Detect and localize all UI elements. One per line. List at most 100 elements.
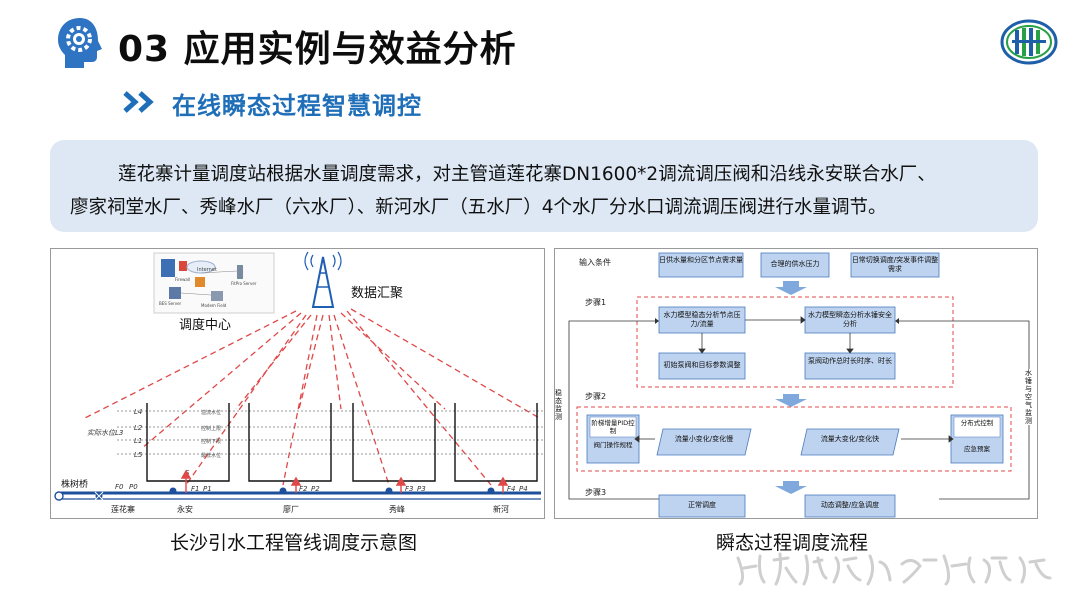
site-0-pressure: P0 bbox=[129, 483, 138, 491]
site-3-flow: F3 bbox=[405, 485, 413, 493]
step2-mid-right-text: 流量大变化/变化快 bbox=[820, 435, 880, 443]
site-4-flow: F4 bbox=[507, 485, 515, 493]
step2-left-top-text: 阶梯增量PID控制 bbox=[591, 419, 635, 435]
head-gear-icon bbox=[58, 18, 102, 68]
level-l1: L1 bbox=[134, 437, 142, 445]
step1-box-1 bbox=[658, 306, 746, 334]
site-0-flow: F0 bbox=[115, 483, 124, 491]
start-label: 株树桥 bbox=[61, 478, 88, 490]
step3-box-2 bbox=[804, 494, 896, 518]
site-1-pressure: P1 bbox=[203, 485, 212, 493]
step2-right-bottom-text: 应急预案 bbox=[964, 445, 990, 453]
company-logo bbox=[1000, 19, 1058, 65]
step3-box-1 bbox=[658, 494, 746, 518]
step1-box-3 bbox=[658, 352, 746, 380]
flow-diagram: 输入条件 日供水量和分区节点需求量 合理的供水压力 日常切换调度/突发事件调整需… bbox=[554, 248, 1038, 519]
left-diagram-caption: 长沙引水工程管线调度示意图 bbox=[170, 532, 418, 554]
level-mark-overflow: 溢流水位 bbox=[201, 409, 221, 416]
feedback-loops bbox=[568, 320, 1030, 500]
input-box-3 bbox=[850, 252, 940, 278]
site-2-name: 廖厂 bbox=[283, 504, 299, 514]
network-modem-label: Modem Field bbox=[201, 303, 227, 308]
step3-text-2: 动态调整/应急调度 bbox=[820, 501, 880, 509]
step2-right-top-text: 分布式控制 bbox=[960, 419, 994, 427]
step2-mid-left bbox=[656, 428, 752, 456]
site-0-name: 莲花寨 bbox=[111, 504, 135, 514]
step1-box-2 bbox=[804, 306, 896, 334]
level-mark-lower: 控制下限 bbox=[201, 438, 221, 445]
site-2-flow: F2 bbox=[299, 485, 308, 493]
network-fitpro-label: FitPro Server bbox=[231, 281, 257, 286]
level-l5: L5 bbox=[134, 451, 143, 459]
step3-text-1: 正常调度 bbox=[688, 501, 716, 509]
page-title: 03 应用实例与效益分析 bbox=[118, 29, 517, 70]
valve-icon bbox=[169, 487, 177, 495]
step1-connectors bbox=[698, 316, 854, 354]
antenna-tower-icon bbox=[304, 251, 342, 308]
valve-icon bbox=[487, 487, 495, 495]
step1-text-2: 水力模型瞬态分析水锤安全分析 bbox=[808, 311, 892, 328]
level-mark-lowest: 最低水位 bbox=[201, 452, 221, 459]
signal-lines bbox=[82, 308, 542, 486]
site-2-pressure: P2 bbox=[311, 485, 320, 493]
step2-right-top bbox=[953, 416, 1001, 438]
double-chevron-icon bbox=[123, 91, 154, 113]
step1-text-1: 水力模型稳态分析节点压力/流量 bbox=[663, 311, 741, 328]
summary-line-1: 莲花寨计量调度站根据水量调度需求，对主管道莲花寨DN1600*2调流调压阀和沿线… bbox=[118, 164, 936, 185]
step1-text-3: 初始泵阀和目标参数调整 bbox=[663, 361, 741, 369]
down-arrow-icon bbox=[775, 281, 807, 295]
step2-connectors bbox=[634, 435, 954, 443]
steady-monitor-label: 稳态监测 bbox=[555, 389, 563, 421]
step2-left-top bbox=[589, 416, 637, 438]
control-center-label: 调度中心 bbox=[179, 317, 231, 333]
site-4-pressure: P4 bbox=[519, 485, 528, 493]
level-l4: L4 bbox=[134, 408, 142, 416]
step2-left-bottom-text: 阀门操作规程 bbox=[593, 441, 633, 449]
section-subtitle: 在线瞬态过程智慧调控 bbox=[172, 92, 422, 120]
input-box-1 bbox=[658, 252, 744, 278]
summary-panel bbox=[50, 140, 1038, 232]
valve-icon bbox=[385, 487, 393, 495]
valve-icon bbox=[279, 487, 287, 495]
network-internet-label: Internet bbox=[197, 267, 217, 273]
level-l2: L2 bbox=[134, 424, 143, 432]
flow-arrows bbox=[180, 469, 509, 493]
right-diagram-caption: 瞬态过程调度流程 bbox=[716, 532, 869, 554]
input-text-3: 日常切换调度/突发事件调整需求 bbox=[851, 256, 939, 273]
site-4-name: 新河 bbox=[493, 504, 509, 514]
step3-label: 步骤3 bbox=[585, 488, 606, 497]
surge-monitor-label: 水锤与空气监测 bbox=[1025, 369, 1033, 425]
step1-frame bbox=[636, 296, 954, 388]
pipeline-diagram: Internet Firewall FitPro Server BES Serv… bbox=[50, 248, 545, 519]
flow-diagram-svg: 输入条件 日供水量和分区节点需求量 合理的供水压力 日常切换调度/突发事件调整需… bbox=[555, 252, 1033, 518]
site-1-name: 永安 bbox=[177, 504, 193, 514]
loop-arrow-icon bbox=[895, 318, 899, 324]
step1-box-4 bbox=[804, 352, 896, 380]
network-bes-label: BES Server bbox=[159, 301, 182, 306]
level-lines bbox=[117, 410, 543, 455]
tanks bbox=[146, 403, 538, 482]
valves bbox=[94, 487, 495, 501]
input-box-2 bbox=[760, 252, 830, 278]
step2-frame bbox=[576, 406, 1012, 472]
pipeline-diagram-svg: Internet Firewall FitPro Server BES Serv… bbox=[54, 251, 543, 514]
level-mark-upper: 控制上限 bbox=[201, 425, 221, 432]
loop-arrow-icon bbox=[655, 318, 659, 324]
calligraphy-watermark bbox=[736, 552, 1052, 586]
valve-icon bbox=[94, 491, 104, 501]
step2-label: 步骤2 bbox=[585, 392, 606, 401]
site-3-name: 秀峰 bbox=[389, 504, 405, 514]
input-text-1: 日供水量和分区节点需求量 bbox=[659, 256, 743, 264]
site-1-flow: F1 bbox=[191, 485, 199, 493]
step1-text-4: 泵阀动作总时长时序、时长 bbox=[808, 357, 892, 365]
step2-mid-right bbox=[800, 428, 900, 456]
control-center-network: Internet Firewall FitPro Server BES Serv… bbox=[153, 252, 275, 314]
step2-mid-left-text: 流量小变化/变化慢 bbox=[674, 435, 734, 443]
step1-label: 步骤1 bbox=[585, 298, 606, 307]
main-pipe bbox=[54, 491, 541, 501]
data-hub-label: 数据汇聚 bbox=[351, 286, 403, 301]
input-label: 输入条件 bbox=[579, 257, 611, 267]
summary-line-2: 廖家祠堂水厂、秀峰水厂（六水厂）、新河水厂（五水厂）4个水厂分水口调流调压阀进行… bbox=[70, 197, 887, 218]
network-firewall-label: Firewall bbox=[175, 277, 190, 282]
input-text-2: 合理的供水压力 bbox=[770, 260, 820, 268]
